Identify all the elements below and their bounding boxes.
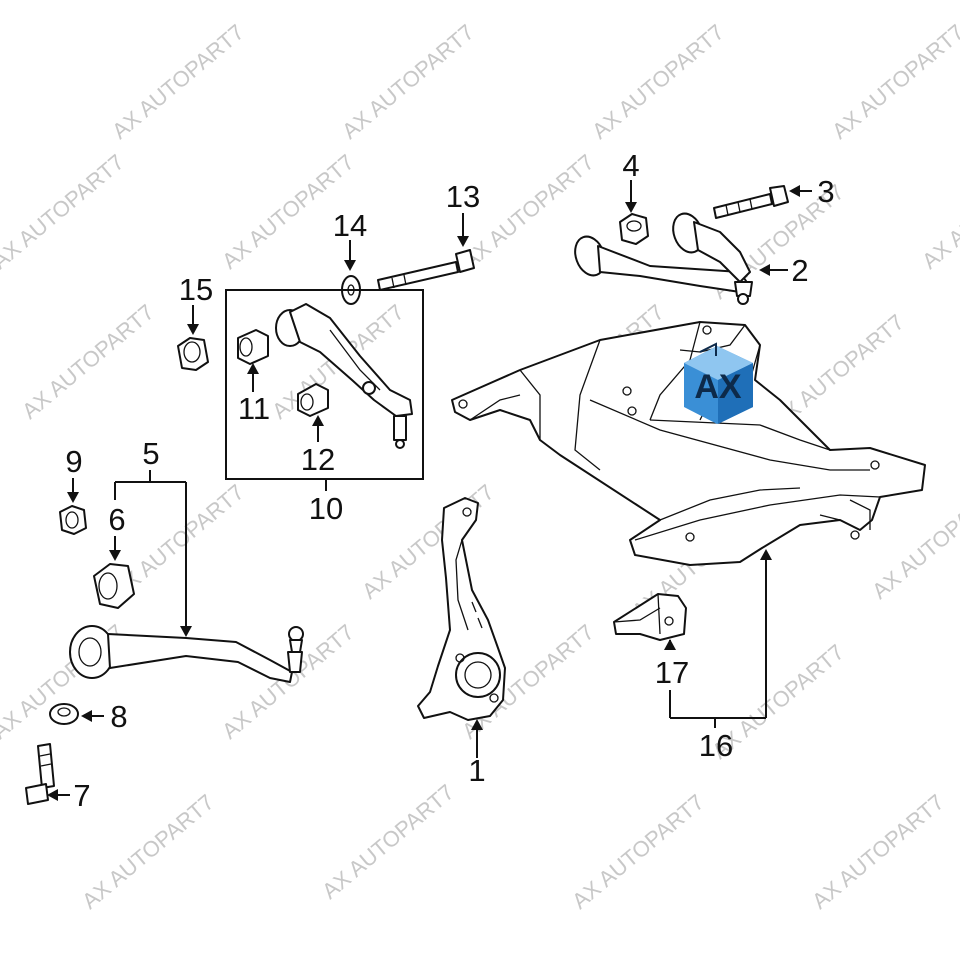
callout-number-17: 17 [655,655,689,690]
watermark-text: AX AUTOPART7 [17,299,159,423]
lower-control-arm [275,303,413,449]
bracket [613,593,687,641]
steering-knuckle [417,497,506,721]
watermark-text: AX AUTOPART7 [917,149,960,273]
watermark-text: AX AUTOPART7 [0,149,129,273]
callout-lines [47,180,812,801]
nut [619,213,649,245]
bushing [93,563,135,609]
callout-number-16: 16 [699,728,733,763]
callout-number-10: 10 [309,491,343,526]
watermark-text: AX AUTOPART7 [337,19,479,143]
watermark-text: AX AUTOPART7 [807,789,949,913]
bolt [25,743,55,805]
crossmember [451,321,926,566]
callout-numbers: 1 2 3 4 5 6 7 8 9 10 11 12 13 14 15 16 1… [65,148,834,813]
callout-number-1: 1 [468,753,485,788]
callout-number-5: 5 [142,436,159,471]
callout-number-13: 13 [446,179,480,214]
watermark-text: AX AUTOPART7 [567,789,709,913]
callout-number-9: 9 [65,444,82,479]
callout-number-8: 8 [110,699,127,734]
watermark-text: AX AUTOPART7 [77,789,219,913]
nut [177,337,209,371]
bolt [377,249,475,291]
watermark-text: AX AUTOPART7 [357,479,499,603]
callout-number-6: 6 [108,502,125,537]
callout-number-2: 2 [791,253,808,288]
callout-number-15: 15 [179,272,213,307]
callout-number-7: 7 [73,778,90,813]
watermark-text: AX AUTOPART7 [587,19,729,143]
bolt [713,185,789,219]
bushing [297,383,329,417]
callout-number-14: 14 [333,208,367,243]
logo-text: AX [694,368,742,406]
watermark-text: AX AUTOPART7 [317,779,459,903]
lower-control-arm [69,625,304,683]
bushing [237,329,269,365]
washer [49,703,79,725]
callout-number-3: 3 [817,174,834,209]
callout-number-4: 4 [622,148,639,183]
bushing [59,505,87,535]
callout-number-12: 12 [301,442,335,477]
watermark-text: AX AUTOPART7 [827,19,960,143]
watermark-text: AX AUTOPART7 [867,479,960,603]
brand-logo: AX [684,342,753,424]
group-box [225,289,424,480]
upper-control-arm [574,212,753,305]
callout-number-11: 11 [238,391,270,426]
watermark-text: AX AUTOPART7 [107,19,249,143]
